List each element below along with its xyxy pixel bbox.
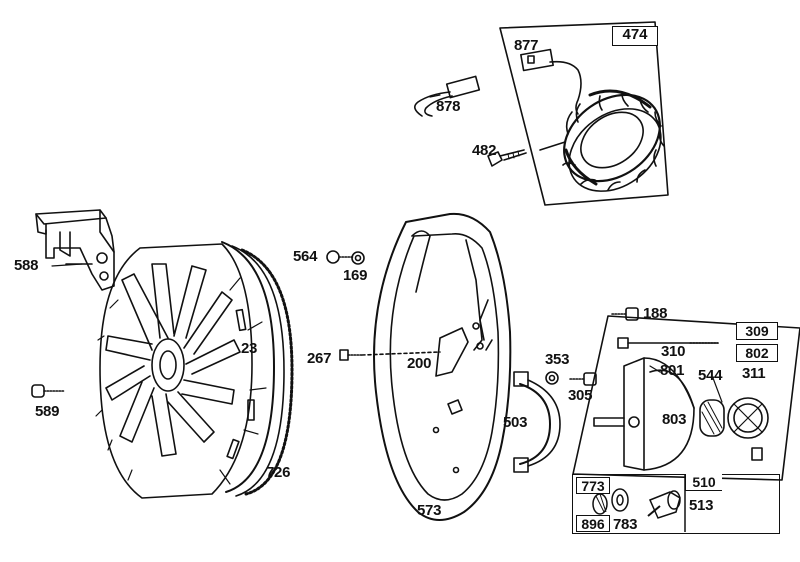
label-726: 726 (266, 464, 291, 481)
nut-564 (327, 251, 353, 263)
stator-inset (500, 22, 677, 208)
washer-169 (352, 252, 364, 264)
through-bolt-310 (618, 338, 718, 348)
washer-353 (546, 372, 558, 384)
label-513: 513 (689, 497, 714, 514)
label-267: 267 (307, 350, 332, 367)
label-310: 310 (661, 343, 686, 360)
label-353: 353 (545, 351, 570, 368)
screw-188 (612, 308, 638, 320)
label-801: 801 (660, 362, 685, 379)
label-23: 23 (241, 340, 258, 357)
leader-lines (52, 95, 722, 402)
label-544: 544 (698, 367, 723, 384)
screw-482 (488, 150, 526, 166)
label-803: 803 (662, 411, 687, 428)
label-305: 305 (568, 387, 593, 404)
label-877: 877 (514, 37, 539, 54)
label-309: 309 (736, 322, 778, 340)
stator-lead-wire (521, 50, 581, 114)
label-564: 564 (293, 248, 318, 265)
label-188: 188 (643, 305, 668, 322)
label-311: 311 (742, 365, 766, 382)
label-773: 773 (576, 477, 610, 494)
screw-589 (32, 385, 64, 397)
label-878: 878 (436, 98, 461, 115)
brush-parts-box (572, 474, 780, 534)
label-802: 802 (736, 344, 778, 362)
connector-878 (415, 76, 480, 116)
label-482: 482 (472, 142, 497, 159)
nut-305 (570, 373, 596, 385)
bracket-588 (36, 210, 114, 290)
label-200: 200 (407, 355, 432, 372)
clamp-503 (514, 372, 560, 472)
back-plate-573 (374, 214, 510, 520)
label-896: 896 (576, 515, 610, 532)
label-169: 169 (343, 267, 368, 284)
flywheel (96, 242, 292, 498)
label-588: 588 (14, 257, 39, 274)
label-589: 589 (35, 403, 60, 420)
label-783: 783 (613, 516, 638, 533)
label-573: 573 (417, 502, 442, 519)
label-503: 503 (503, 414, 528, 431)
starter-motor (594, 358, 768, 470)
label-474: 474 (612, 26, 658, 46)
